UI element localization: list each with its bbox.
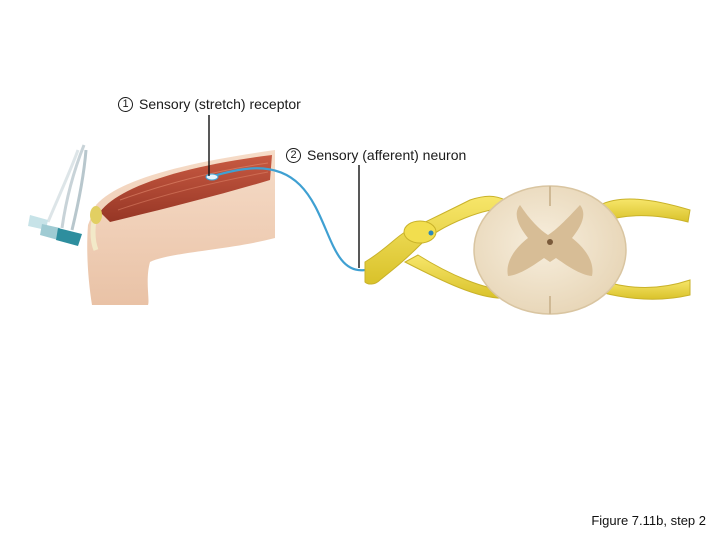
figure-caption: Figure 7.11b, step 2 — [591, 513, 706, 528]
step-2-label: Sensory (afferent) neuron — [307, 147, 466, 163]
step-2-number: 2 — [286, 148, 301, 163]
patella — [90, 206, 102, 224]
step-1-label-row: 1 Sensory (stretch) receptor — [118, 96, 301, 112]
reflex-hammer-icon — [28, 145, 86, 246]
central-canal — [547, 239, 553, 245]
step-1-number: 1 — [118, 97, 133, 112]
step-1-label: Sensory (stretch) receptor — [139, 96, 301, 112]
step-2-label-row: 2 Sensory (afferent) neuron — [286, 147, 466, 163]
stretch-receptor — [206, 174, 218, 180]
